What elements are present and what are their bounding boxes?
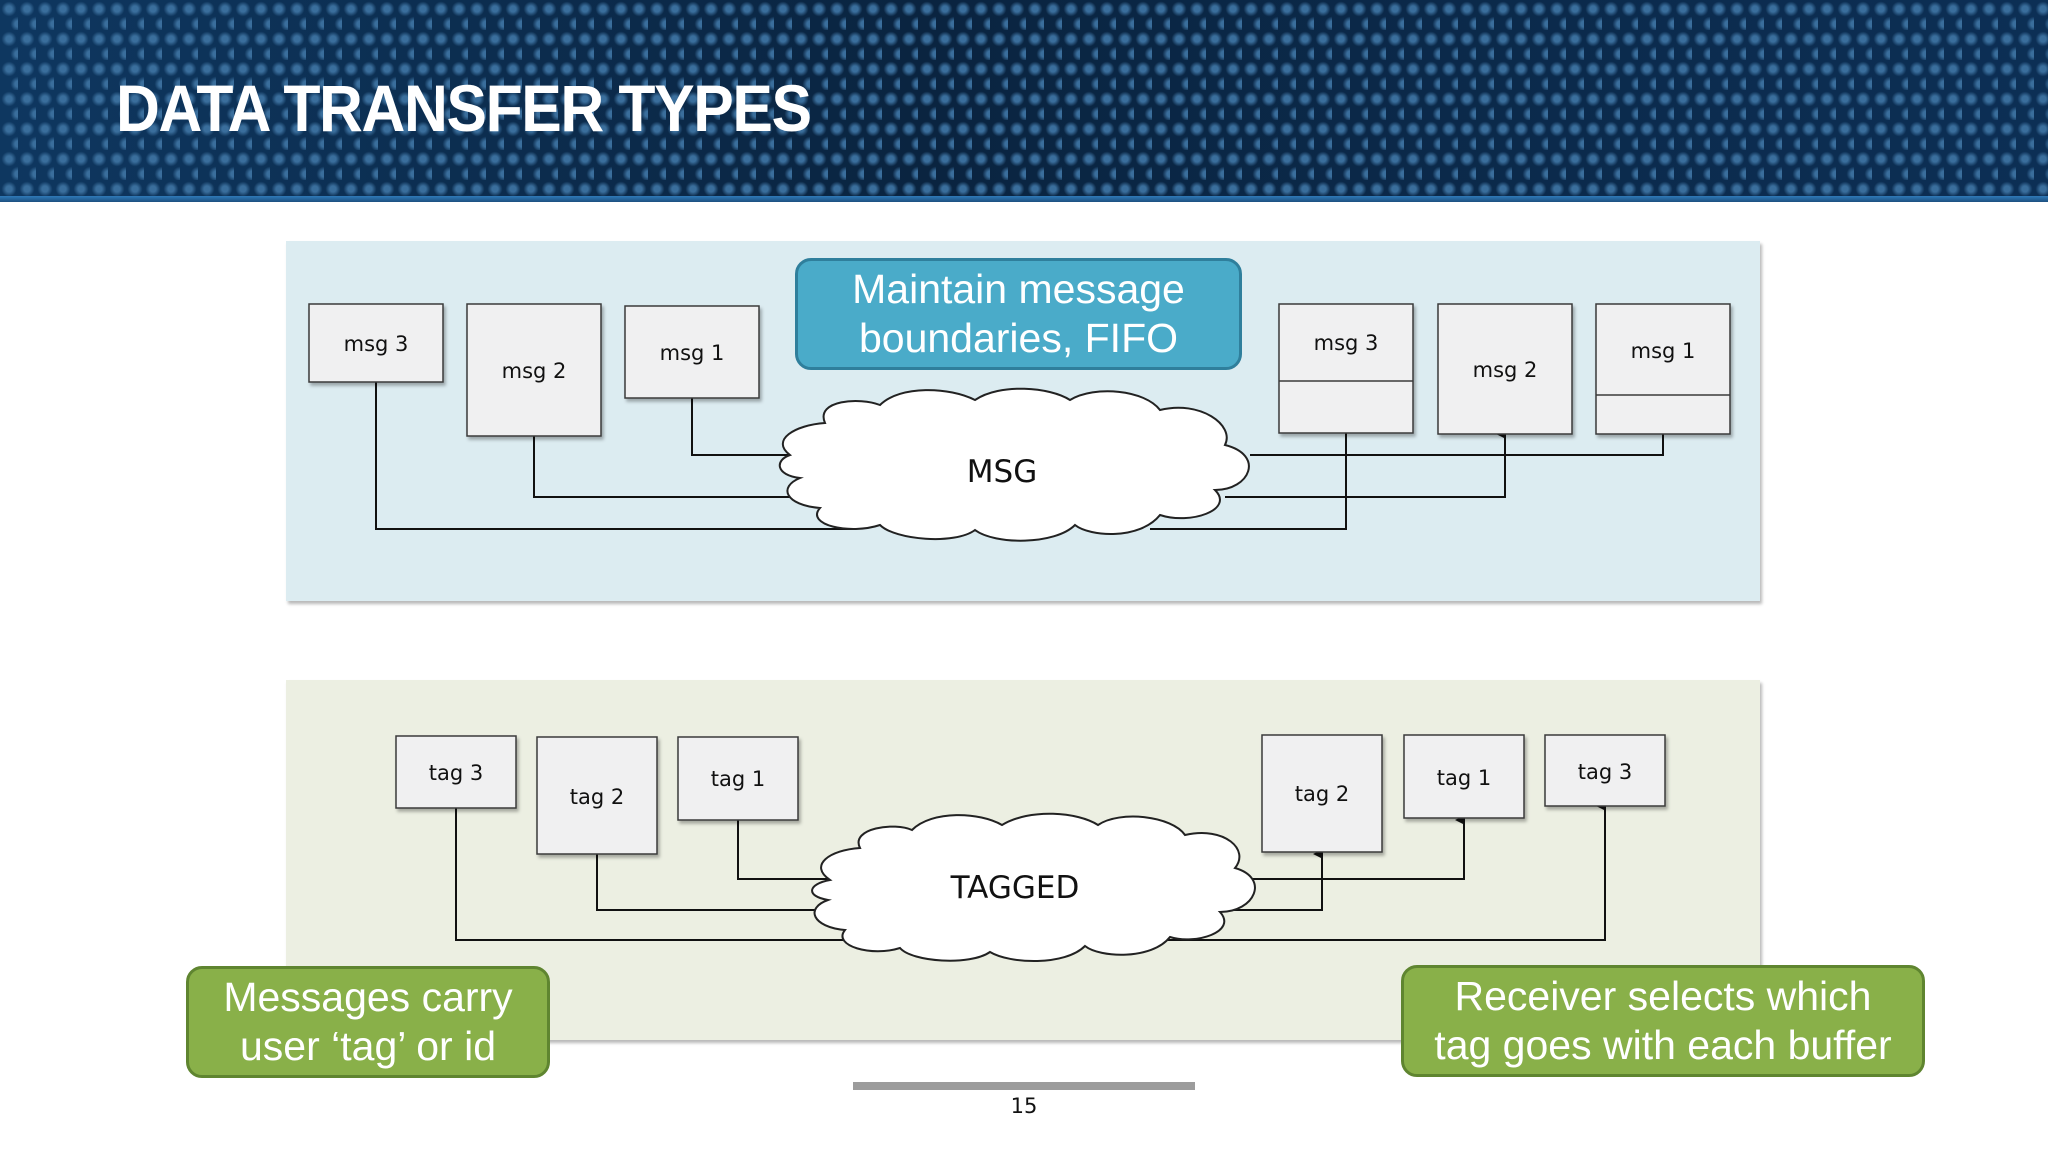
wire-msg2-sender bbox=[533, 436, 820, 498]
sender-tag1-label: tag 1 bbox=[711, 767, 765, 791]
receiver-tag3-box bbox=[1544, 734, 1666, 807]
sender-msg3-label: msg 3 bbox=[344, 332, 409, 356]
tag-receivers: tag 2 tag 1 tag 3 bbox=[1261, 734, 1666, 853]
receiver-msg3-box bbox=[1278, 303, 1414, 434]
fifo-callout-line2: boundaries, FIFO bbox=[858, 315, 1178, 361]
tag-carry-callout: Messages carry user ‘tag’ or id bbox=[186, 966, 550, 1078]
receiver-tag1-label: tag 1 bbox=[1437, 766, 1491, 790]
tag-senders: tag 3 tag 2 tag 1 bbox=[395, 735, 799, 855]
wire-msg1-sender bbox=[691, 398, 800, 456]
wire-tag2-sender bbox=[596, 854, 830, 911]
msg-cloud-label: MSG bbox=[967, 454, 1037, 490]
sender-tag2-box bbox=[536, 736, 658, 855]
sender-tag1-box bbox=[677, 736, 799, 821]
receiver-tag2-label: tag 2 bbox=[1295, 782, 1349, 806]
msg-senders: msg 3 msg 2 msg 1 bbox=[308, 303, 760, 437]
receiver-msg3-label: msg 3 bbox=[1314, 331, 1379, 355]
wire-tag1-receiver bbox=[1220, 815, 1465, 880]
tag-wires bbox=[455, 801, 1606, 941]
receiver-tag1-box bbox=[1403, 734, 1525, 819]
msg-cloud: MSG bbox=[778, 387, 1250, 542]
wire-msg2-receiver bbox=[1225, 429, 1506, 498]
wire-msg3-sender bbox=[375, 382, 855, 530]
receiver-msg2-label: msg 2 bbox=[1473, 358, 1538, 382]
sender-msg1-label: msg 1 bbox=[660, 341, 725, 365]
header-banner bbox=[0, 0, 2048, 196]
fifo-callout-line1: Maintain message bbox=[852, 265, 1185, 312]
receiver-selects-callout-line1: Receiver selects which bbox=[1454, 972, 1872, 1019]
tagged-cloud: TAGGED bbox=[811, 812, 1256, 963]
wire-tag3-sender bbox=[455, 808, 855, 941]
header-divider bbox=[0, 196, 2048, 202]
fifo-callout: Maintain message boundaries, FIFO bbox=[795, 258, 1242, 370]
sender-msg3-box bbox=[308, 303, 444, 383]
receiver-selects-callout: Receiver selects which tag goes with eac… bbox=[1401, 965, 1925, 1077]
receiver-selects-callout-line2: tag goes with each buffer bbox=[1434, 1022, 1892, 1068]
tag-carry-callout-line2: user ‘tag’ or id bbox=[240, 1023, 496, 1069]
receiver-tag2-box bbox=[1261, 734, 1383, 853]
receiver-msg1-box bbox=[1595, 303, 1731, 435]
sender-msg2-label: msg 2 bbox=[502, 359, 567, 383]
receiver-msg1-label: msg 1 bbox=[1631, 339, 1696, 363]
footer-bar bbox=[853, 1082, 1195, 1090]
sender-tag3-label: tag 3 bbox=[429, 761, 483, 785]
page-number: 15 bbox=[1010, 1094, 1038, 1118]
tag-carry-callout-line1: Messages carry bbox=[223, 973, 513, 1020]
receiver-tag3-label: tag 3 bbox=[1578, 760, 1632, 784]
sender-msg2-box bbox=[466, 303, 602, 437]
msg-receivers: msg 3 msg 2 msg 1 bbox=[1278, 303, 1731, 435]
wire-tag1-sender bbox=[737, 820, 830, 880]
sender-tag3-box bbox=[395, 735, 517, 809]
sender-tag2-label: tag 2 bbox=[570, 785, 624, 809]
sender-msg1-box bbox=[624, 305, 760, 399]
tagged-cloud-label: TAGGED bbox=[950, 870, 1080, 906]
wire-tag3-receiver bbox=[1160, 801, 1606, 941]
slide-title: DATA TRANSFER TYPES bbox=[116, 71, 812, 145]
receiver-msg2-box bbox=[1437, 303, 1573, 435]
